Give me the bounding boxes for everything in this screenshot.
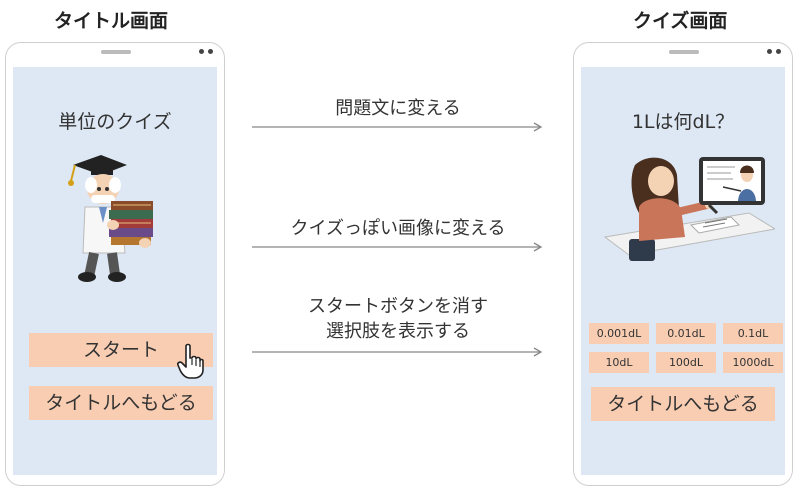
title-screen-phone: 単位のクイズ — [5, 42, 225, 486]
image-change-arrow — [252, 242, 543, 252]
answer-choice[interactable]: 100dL — [656, 352, 716, 373]
text-change-label: 問題文に変える — [335, 98, 461, 119]
phone-sensor — [208, 49, 213, 54]
quiz-screen-heading: クイズ画面 — [633, 10, 728, 32]
title-screen: 単位のクイズ — [13, 67, 217, 475]
phone-camera — [199, 49, 204, 54]
button-change-label: スタートボタンを消す 選択肢を表示する — [250, 294, 546, 344]
online-study-illustration — [603, 157, 775, 261]
phone-sensor — [776, 49, 781, 54]
answer-choice[interactable]: 0.01dL — [656, 323, 716, 344]
image-change-label: クイズっぽい画像に変える — [290, 218, 506, 239]
answer-choice[interactable]: 0.1dL — [723, 323, 783, 344]
button-change-line-2: 選択肢を表示する — [326, 321, 470, 342]
answer-choices: 0.001dL 0.01dL 0.1dL 10dL 100dL 1000dL — [589, 323, 783, 373]
quiz-screen: 1Lは何dL？ — [581, 67, 785, 475]
phone-speaker — [101, 50, 131, 54]
answer-choice[interactable]: 10dL — [589, 352, 649, 373]
start-button[interactable]: スタート — [29, 333, 213, 367]
back-to-title-button[interactable]: タイトルへもどる — [591, 387, 775, 421]
button-change-line-1: スタートボタンを消す — [308, 296, 488, 317]
answer-choice[interactable]: 0.001dL — [589, 323, 649, 344]
quiz-question: 1Lは何dL？ — [631, 111, 735, 133]
quiz-app-title: 単位のクイズ — [58, 111, 172, 133]
text-change-arrow — [252, 122, 543, 132]
answer-choice[interactable]: 1000dL — [723, 352, 783, 373]
back-to-title-button[interactable]: タイトルへもどる — [29, 386, 213, 420]
hand-pointer-icon — [177, 343, 204, 379]
quiz-screen-phone: 1Lは何dL？ — [573, 42, 793, 486]
phone-camera — [767, 49, 772, 54]
phone-speaker — [669, 50, 699, 54]
button-change-arrow — [252, 347, 543, 357]
professor-illustration — [68, 155, 153, 282]
title-screen-heading: タイトル画面 — [54, 10, 169, 32]
